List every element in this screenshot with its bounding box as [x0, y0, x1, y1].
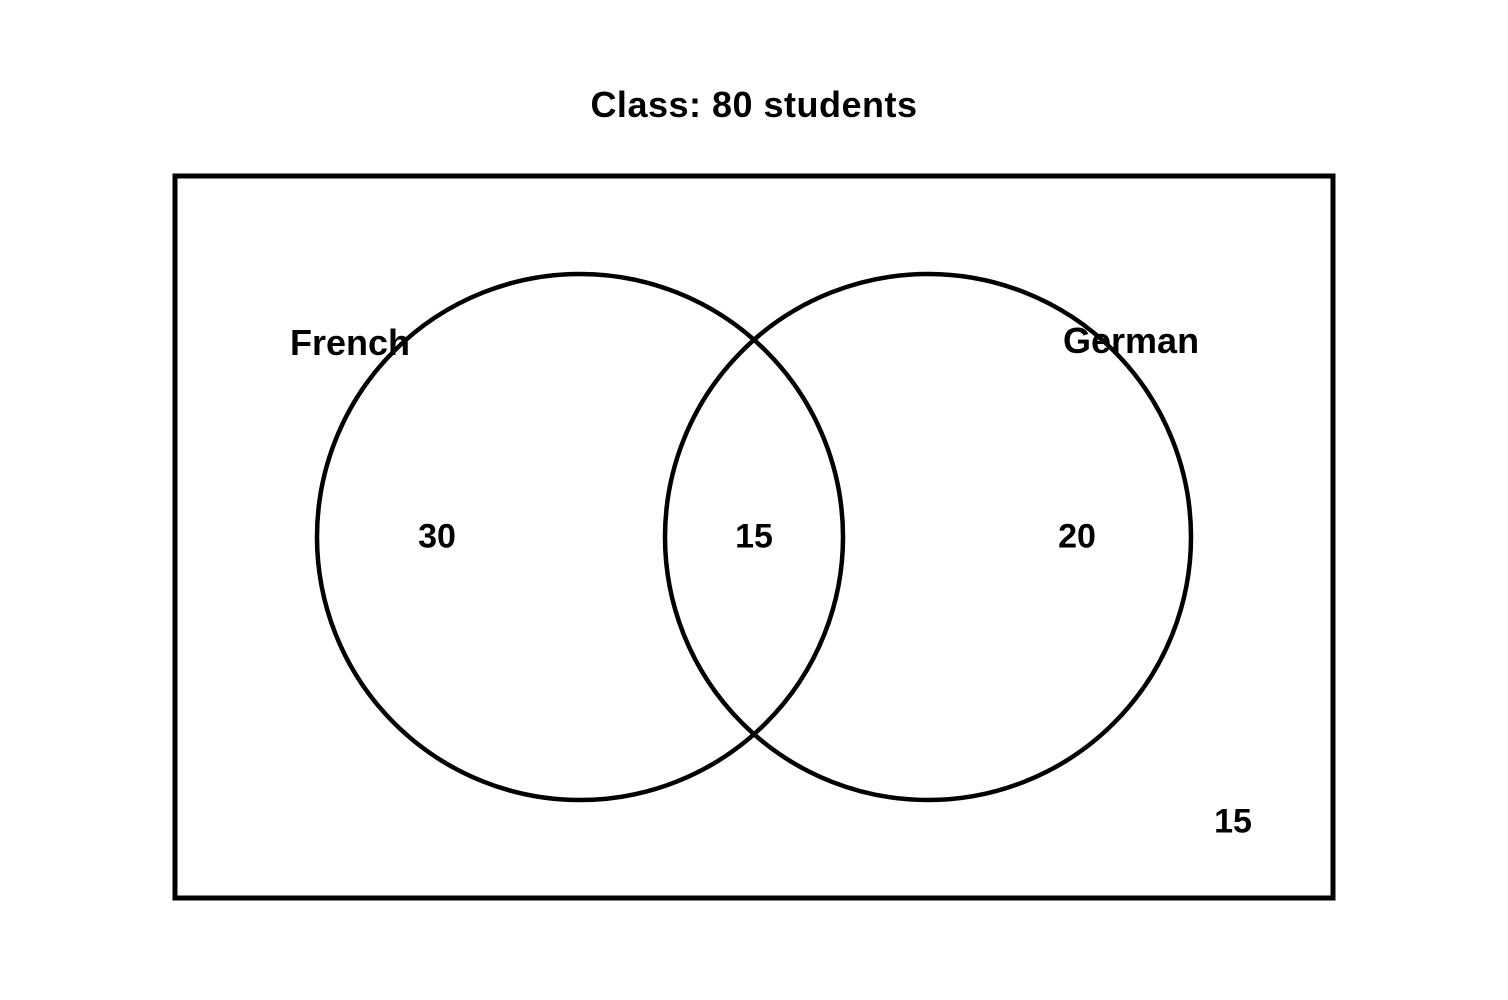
universe-rectangle [172, 173, 1336, 901]
diagram-title: Class: 80 students [590, 84, 918, 125]
german-only-value: 20 [1058, 517, 1096, 556]
intersection-value: 15 [735, 517, 773, 556]
french-set-circle [314, 271, 846, 803]
outside-sets-value: 15 [1214, 802, 1252, 841]
french-set-label: French [290, 322, 411, 363]
french-only-value: 30 [418, 517, 456, 556]
german-set-circle [662, 271, 1194, 803]
german-set-label: German [1063, 320, 1200, 361]
